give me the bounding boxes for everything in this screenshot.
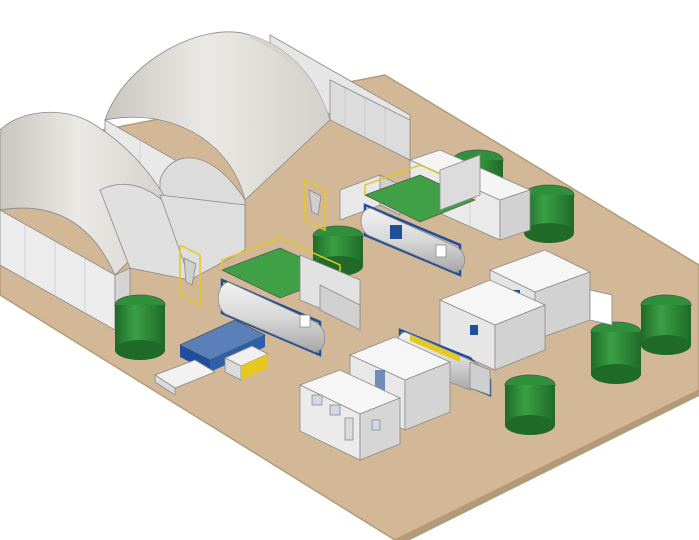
ground-pad-edge <box>395 390 699 540</box>
water-tank <box>523 184 575 243</box>
iso-tank-container <box>360 154 481 277</box>
pallet-stack <box>224 345 269 381</box>
iso-tank-container <box>217 237 361 357</box>
open-bin <box>154 359 216 396</box>
hopper-frame <box>179 179 326 307</box>
water-tank <box>504 374 556 435</box>
shipping-container <box>438 279 547 371</box>
water-tank <box>114 294 166 360</box>
water-tank <box>640 294 692 355</box>
water-tank <box>590 321 642 384</box>
shipping-container <box>298 369 402 461</box>
